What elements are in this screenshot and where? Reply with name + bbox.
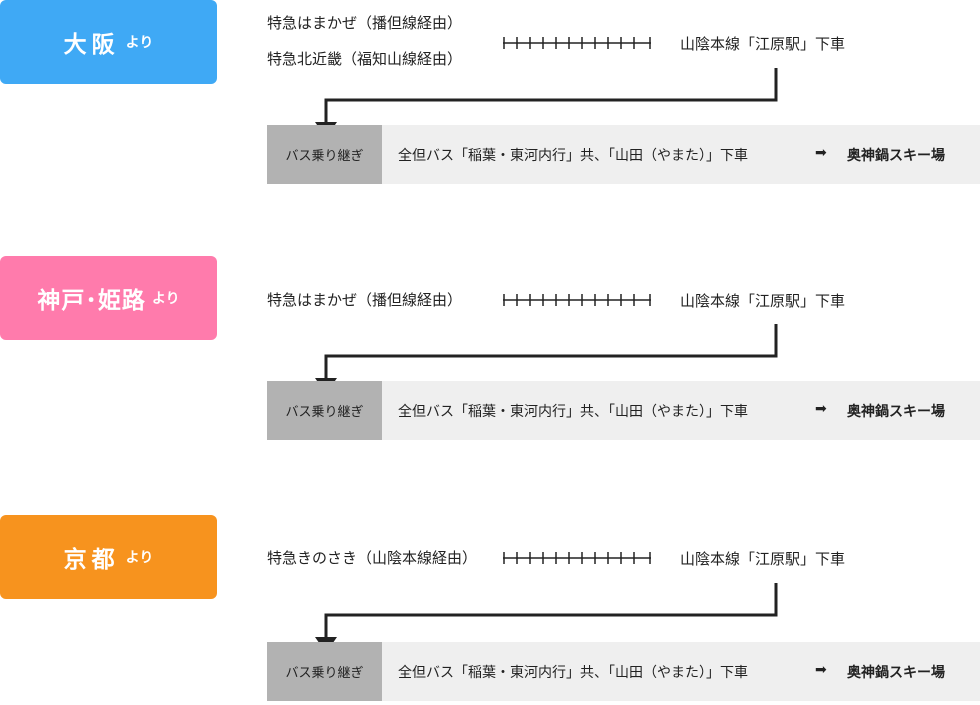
train-name: 特急はまかぜ（播但線経由） (267, 291, 463, 309)
bus-transfer-label: バス乗り継ぎ (267, 125, 382, 184)
origin-name: 大阪 (63, 32, 120, 58)
rail-track-icon (503, 552, 651, 564)
origin-suffix: より (125, 550, 154, 566)
bus-route-text: 全但バス「稲葉・東河内行」共、「山田（やまた）」下車 (398, 404, 748, 420)
bus-transfer-label: バス乗り継ぎ (267, 381, 382, 440)
origin-badge-kobe-himeji: 神戸･姫路 より (0, 256, 217, 340)
origin-name: 神戸･姫路 (37, 288, 146, 314)
bus-transfer-row: バス乗り継ぎ 全但バス「稲葉・東河内行」共、「山田（やまた）」下車 ➡ 奥神鍋ス… (267, 381, 980, 440)
origin-badge-osaka: 大阪 より (0, 0, 217, 84)
right-arrow-icon: ➡ (815, 401, 827, 417)
resort-name: 奥神鍋スキー場 (847, 665, 945, 681)
train-name: 特急北近畿（福知山線経由） (267, 50, 463, 68)
resort-name: 奥神鍋スキー場 (847, 148, 945, 164)
route-section-osaka: 大阪 より 特急はまかぜ（播但線経由） 特急北近畿（福知山線経由） 山陰本線「江… (0, 0, 980, 190)
bus-route-text: 全但バス「稲葉・東河内行」共、「山田（やまた）」下車 (398, 148, 748, 164)
rail-track-icon (503, 294, 651, 306)
origin-badge-kyoto: 京都 より (0, 515, 217, 599)
origin-suffix: より (151, 291, 180, 307)
origin-suffix: より (125, 35, 154, 51)
bus-transfer-row: バス乗り継ぎ 全但バス「稲葉・東河内行」共、「山田（やまた）」下車 ➡ 奥神鍋ス… (267, 125, 980, 184)
right-arrow-icon: ➡ (815, 145, 827, 161)
route-section-kyoto: 京都 より 特急きのさき（山陰本線経由） 山陰本線「江原駅」下車 バス乗り継ぎ … (0, 515, 980, 705)
destination-station: 山陰本線「江原駅」下車 (680, 292, 846, 310)
right-arrow-icon: ➡ (815, 662, 827, 678)
bus-transfer-row: バス乗り継ぎ 全但バス「稲葉・東河内行」共、「山田（やまた）」下車 ➡ 奥神鍋ス… (267, 642, 980, 701)
destination-station: 山陰本線「江原駅」下車 (680, 550, 846, 568)
train-name: 特急はまかぜ（播但線経由） (267, 14, 463, 32)
destination-station: 山陰本線「江原駅」下車 (680, 35, 846, 53)
resort-name: 奥神鍋スキー場 (847, 404, 945, 420)
rail-track-icon (503, 37, 651, 49)
bus-route-text: 全但バス「稲葉・東河内行」共、「山田（やまた）」下車 (398, 665, 748, 681)
bus-transfer-label: バス乗り継ぎ (267, 642, 382, 701)
route-section-kobe-himeji: 神戸･姫路 より 特急はまかぜ（播但線経由） 山陰本線「江原駅」下車 バス乗り継… (0, 256, 980, 446)
train-name: 特急きのさき（山陰本線経由） (267, 549, 478, 567)
origin-name: 京都 (63, 547, 120, 573)
